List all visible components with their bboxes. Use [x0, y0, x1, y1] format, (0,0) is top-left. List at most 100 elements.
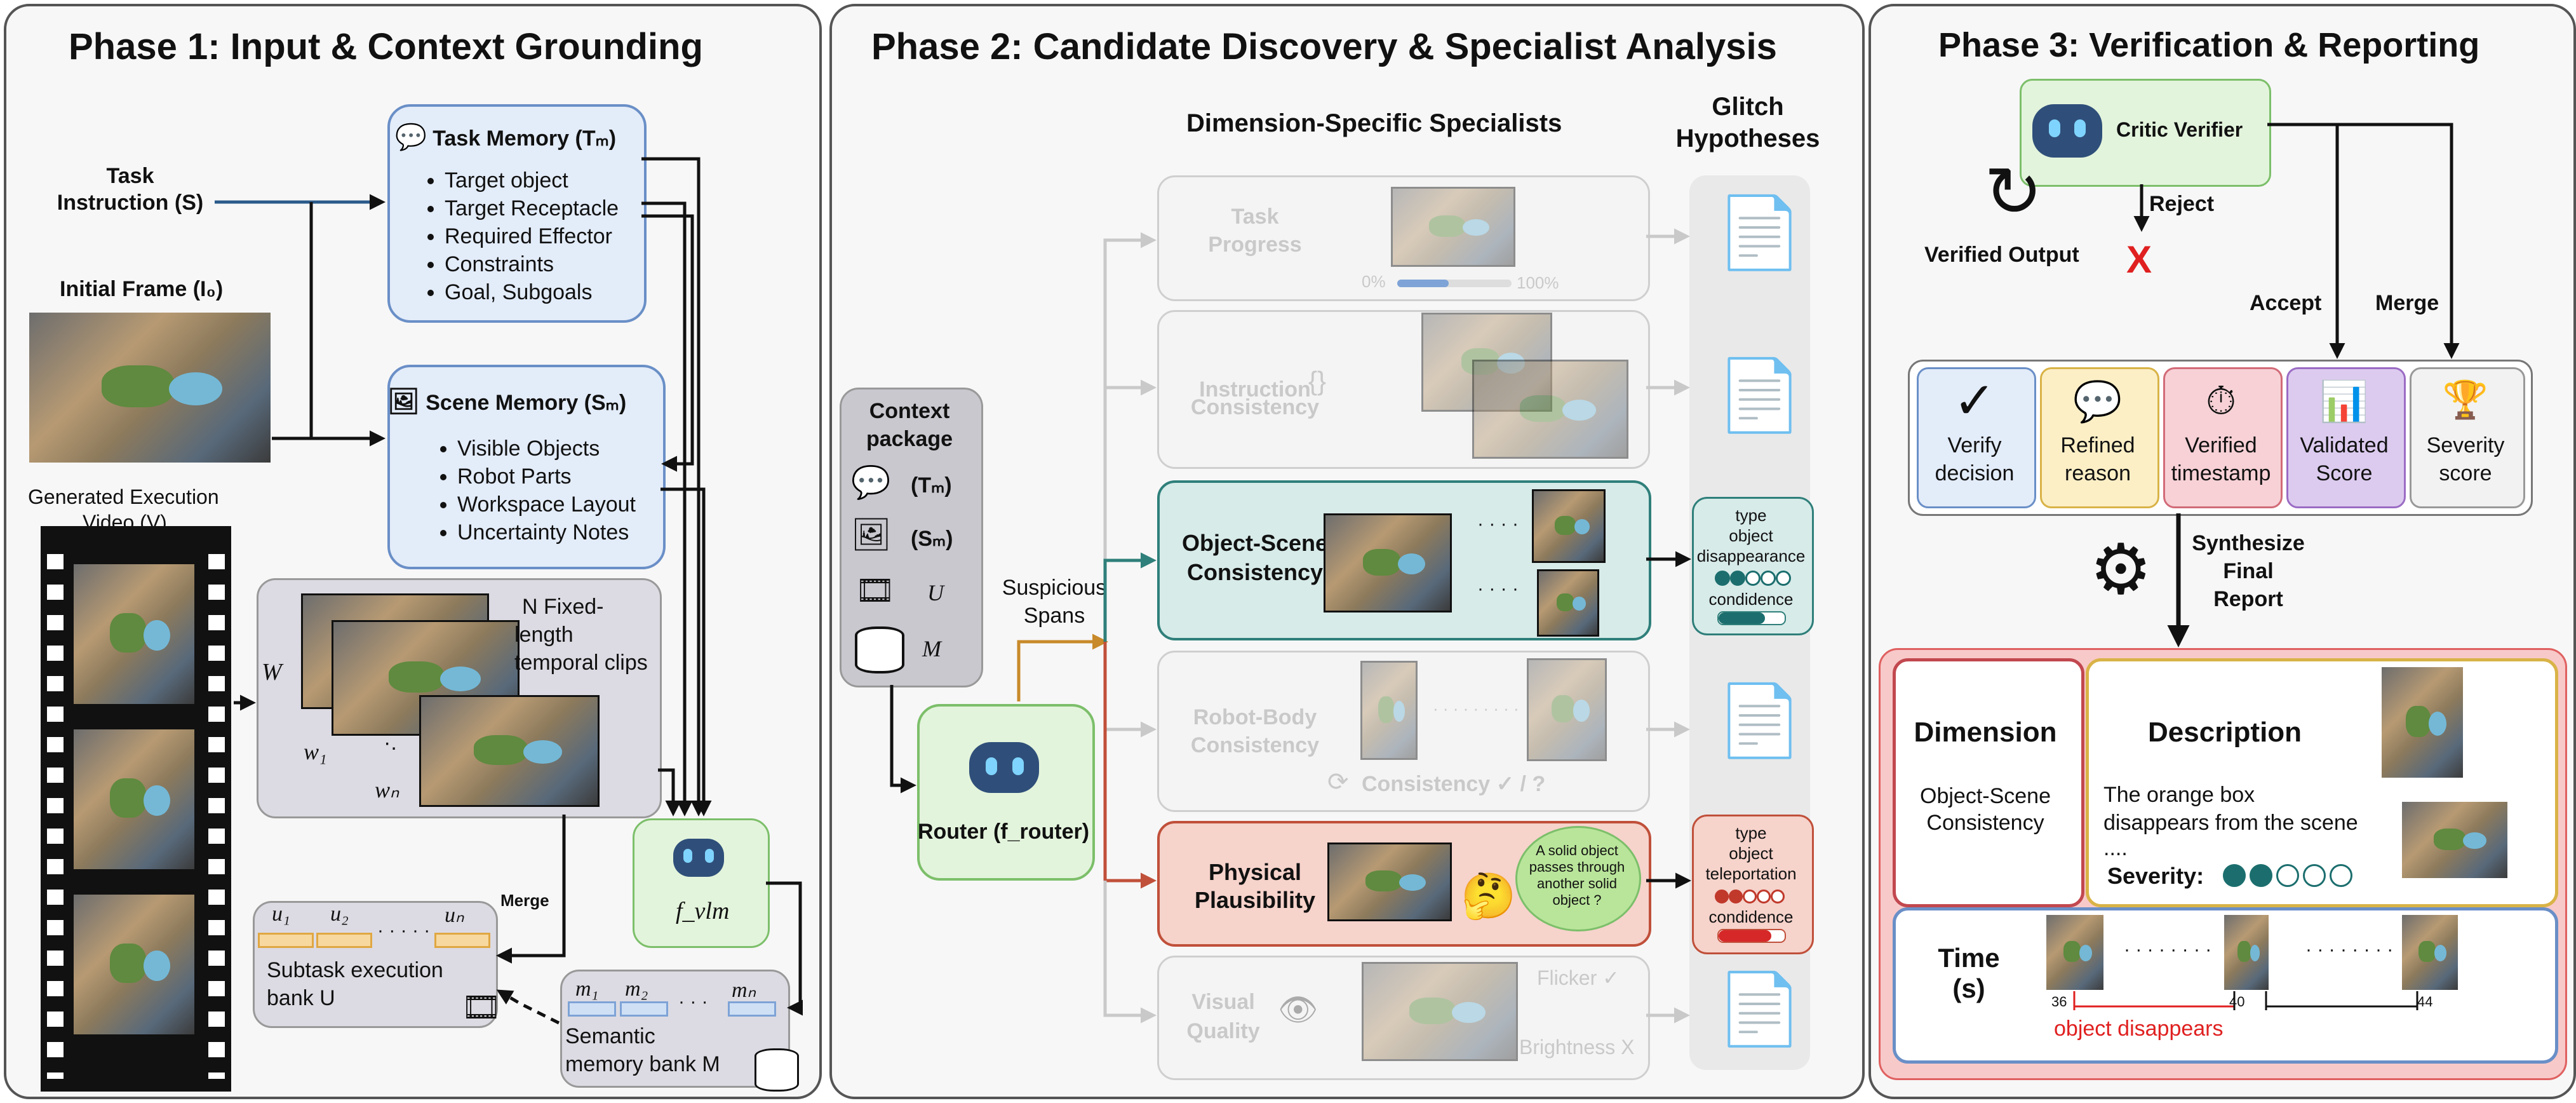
image-icon: 🖼 — [851, 517, 892, 552]
card-label: Verified — [2185, 433, 2257, 457]
specialist-name: Instruction — [1199, 377, 1311, 402]
clips-wn-label: wₙ — [375, 777, 399, 802]
specialist-name: Progress — [1208, 233, 1302, 257]
context-m: M — [922, 636, 941, 661]
card-label: score — [2439, 461, 2492, 485]
specialist-image — [1472, 360, 1628, 459]
card-label: Severity — [2426, 433, 2505, 457]
phase2-arrows — [890, 228, 1691, 1024]
hyp-value-1: object — [1729, 844, 1773, 863]
timeline-dots: · · · · · · · · — [2305, 939, 2394, 960]
timeline-frame — [2046, 915, 2103, 990]
film-strip — [41, 526, 231, 1092]
refresh-icon: ⟳ — [1327, 768, 1349, 796]
list-item: Robot Parts — [457, 463, 636, 491]
task-memory-box — [387, 104, 647, 323]
specialist-name: Robot-Body — [1193, 705, 1317, 729]
synthesize-label-3: Report — [2213, 587, 2283, 611]
physical-question-bubble — [1515, 826, 1641, 931]
time-label: Time — [1938, 943, 2000, 973]
time-label: (s) — [1952, 973, 1985, 1003]
robot-icon — [667, 826, 730, 884]
image-icon: 🖼 — [387, 388, 420, 416]
subtask-bar — [258, 933, 314, 948]
phase2-title: Phase 2: Candidate Discovery & Specialis… — [871, 26, 1777, 67]
description-text: The orange box — [2103, 783, 2255, 807]
list-item: Target Receptacle — [445, 194, 619, 222]
generated-video-label: Generated Execution — [28, 485, 219, 508]
merge-label: Merge — [2375, 291, 2439, 315]
specialist-image — [1421, 313, 1552, 412]
specialist-visual-quality — [1157, 956, 1650, 1080]
specialist-consistency-note: Consistency ✓ / ? — [1362, 772, 1546, 796]
task-memory-title: 💬 Task Memory (Tₘ) — [395, 122, 616, 152]
task-instruction-text: Task Instruction (S) — [57, 164, 204, 215]
list-item: Workspace Layout — [457, 491, 636, 518]
glitch-header-1: Glitch — [1712, 93, 1784, 121]
subtask-label-1: Subtask execution — [267, 958, 443, 982]
semantic-m1: m₁ — [575, 977, 599, 1001]
timeline-frame — [2402, 915, 2458, 990]
phase3-title: Phase 3: Verification & Reporting — [1938, 26, 2480, 64]
semantic-label-1: Semantic — [565, 1024, 655, 1048]
progress-end-label: 100% — [1517, 273, 1559, 292]
reject-label: Reject — [2149, 192, 2215, 216]
verified-output-label: Verified Output — [1924, 243, 2079, 267]
chat-icon: 💬 — [395, 123, 427, 151]
memory-bar — [568, 1001, 616, 1017]
specialists-header: Dimension-Specific Specialists — [1186, 109, 1562, 137]
confidence-bar — [1717, 611, 1786, 625]
podium-icon: 🏆 — [2442, 379, 2489, 421]
subtask-bar — [316, 933, 372, 948]
clips-dots: ·. — [384, 731, 397, 755]
memory-bar — [620, 1001, 668, 1017]
scene-memory-list: Visible Objects Robot Parts Workspace La… — [419, 435, 636, 546]
subtask-un: uₙ — [445, 903, 464, 927]
verify-decision-card — [1917, 367, 2036, 508]
hyp-confidence-label: condidence — [1708, 590, 1794, 609]
subtask-dots: · · · · · — [377, 920, 431, 941]
timeline-frame — [2224, 915, 2269, 990]
list-item: Required Effector — [445, 222, 619, 250]
task-instruction-label: Task Instruction (S) — [51, 163, 210, 216]
hyp-value-1: object — [1729, 526, 1773, 545]
specialist-dots: · · · · · · · · · — [1433, 699, 1519, 718]
semantic-m2: m₂ — [625, 977, 648, 1001]
severity-score-card — [2410, 367, 2525, 508]
specialist-robot-body — [1157, 651, 1650, 812]
suspicious-label-1: Suspicious — [1002, 576, 1107, 600]
specialist-name: Consistency — [1190, 395, 1320, 419]
specialist-name: Consistency — [1190, 733, 1320, 757]
document-question-icon: 📄 — [1716, 682, 1803, 760]
dimension-value: Object-Scene — [1920, 784, 2051, 808]
document-question-icon: 📄 — [1716, 194, 1803, 272]
specialist-name: Quality — [1186, 1019, 1260, 1043]
specialist-name: Object-Scene — [1181, 530, 1329, 556]
scene-memory-box — [387, 365, 666, 569]
reject-mark: X — [2126, 238, 2152, 281]
subtask-u2: u₂ — [330, 902, 349, 926]
confidence-bar — [1717, 929, 1786, 943]
scene-memory-title-text: Scene Memory (Sₘ) — [426, 391, 627, 415]
card-label: timestamp — [2171, 461, 2271, 485]
specialist-image — [1532, 489, 1606, 563]
critic-verifier-box — [2020, 79, 2271, 187]
database-icon — [755, 1048, 799, 1092]
specialist-instruction-consistency — [1157, 310, 1650, 469]
card-label: Verify — [1947, 433, 2002, 457]
initial-frame-label: Initial Frame (I₀) — [60, 277, 224, 301]
list-item: Uncertainty Notes — [457, 518, 636, 546]
description-text: .... — [2103, 836, 2128, 860]
card-label: Score — [2316, 461, 2373, 485]
tick-label: 36 — [2051, 994, 2067, 1010]
clips-n-label: N Fixed- — [522, 595, 604, 619]
dimension-card — [1893, 658, 2084, 907]
video-frame — [74, 564, 194, 704]
subtask-bank-box — [253, 901, 498, 1028]
report-gear-icon: ⚙ — [2090, 531, 2152, 609]
bar-chart-icon: 📊 — [2319, 380, 2369, 424]
task-memory-list: Target object Target Receptacle Required… — [406, 166, 619, 306]
video-frame — [74, 895, 194, 1034]
context-title-1: Context — [869, 399, 950, 423]
